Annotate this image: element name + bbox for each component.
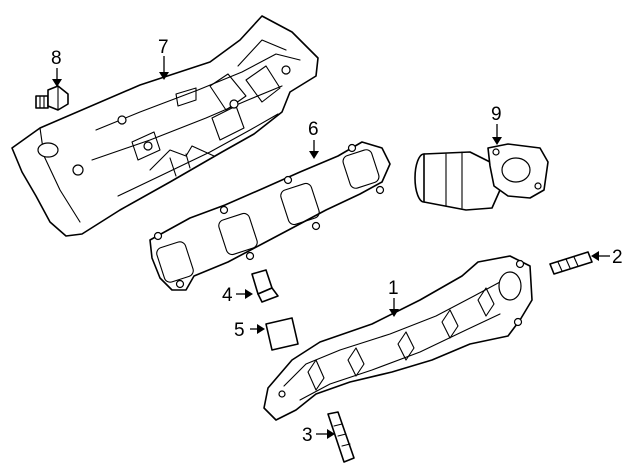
callout-7: 7 <box>158 37 169 58</box>
exhaust-manifold <box>263 255 533 421</box>
small-gasket-5 <box>265 317 299 351</box>
stud-2 <box>549 251 593 275</box>
exhaust-pipe-elbow <box>414 143 549 211</box>
callout-3: 3 <box>302 425 313 446</box>
leader-lines <box>52 56 610 439</box>
bolt-8 <box>35 85 69 111</box>
heat-shield <box>11 15 319 237</box>
callout-9: 9 <box>491 104 502 125</box>
callout-6: 6 <box>308 119 319 140</box>
small-gasket-4 <box>251 269 279 303</box>
callout-8: 8 <box>51 48 62 69</box>
callout-1: 1 <box>388 278 399 299</box>
callout-labels: 1 2 3 4 5 6 7 8 9 <box>51 37 623 446</box>
stud-3 <box>327 411 355 463</box>
manifold-gasket <box>149 141 391 291</box>
callout-5: 5 <box>234 320 245 341</box>
callout-2: 2 <box>612 247 623 268</box>
callout-4: 4 <box>222 285 233 306</box>
